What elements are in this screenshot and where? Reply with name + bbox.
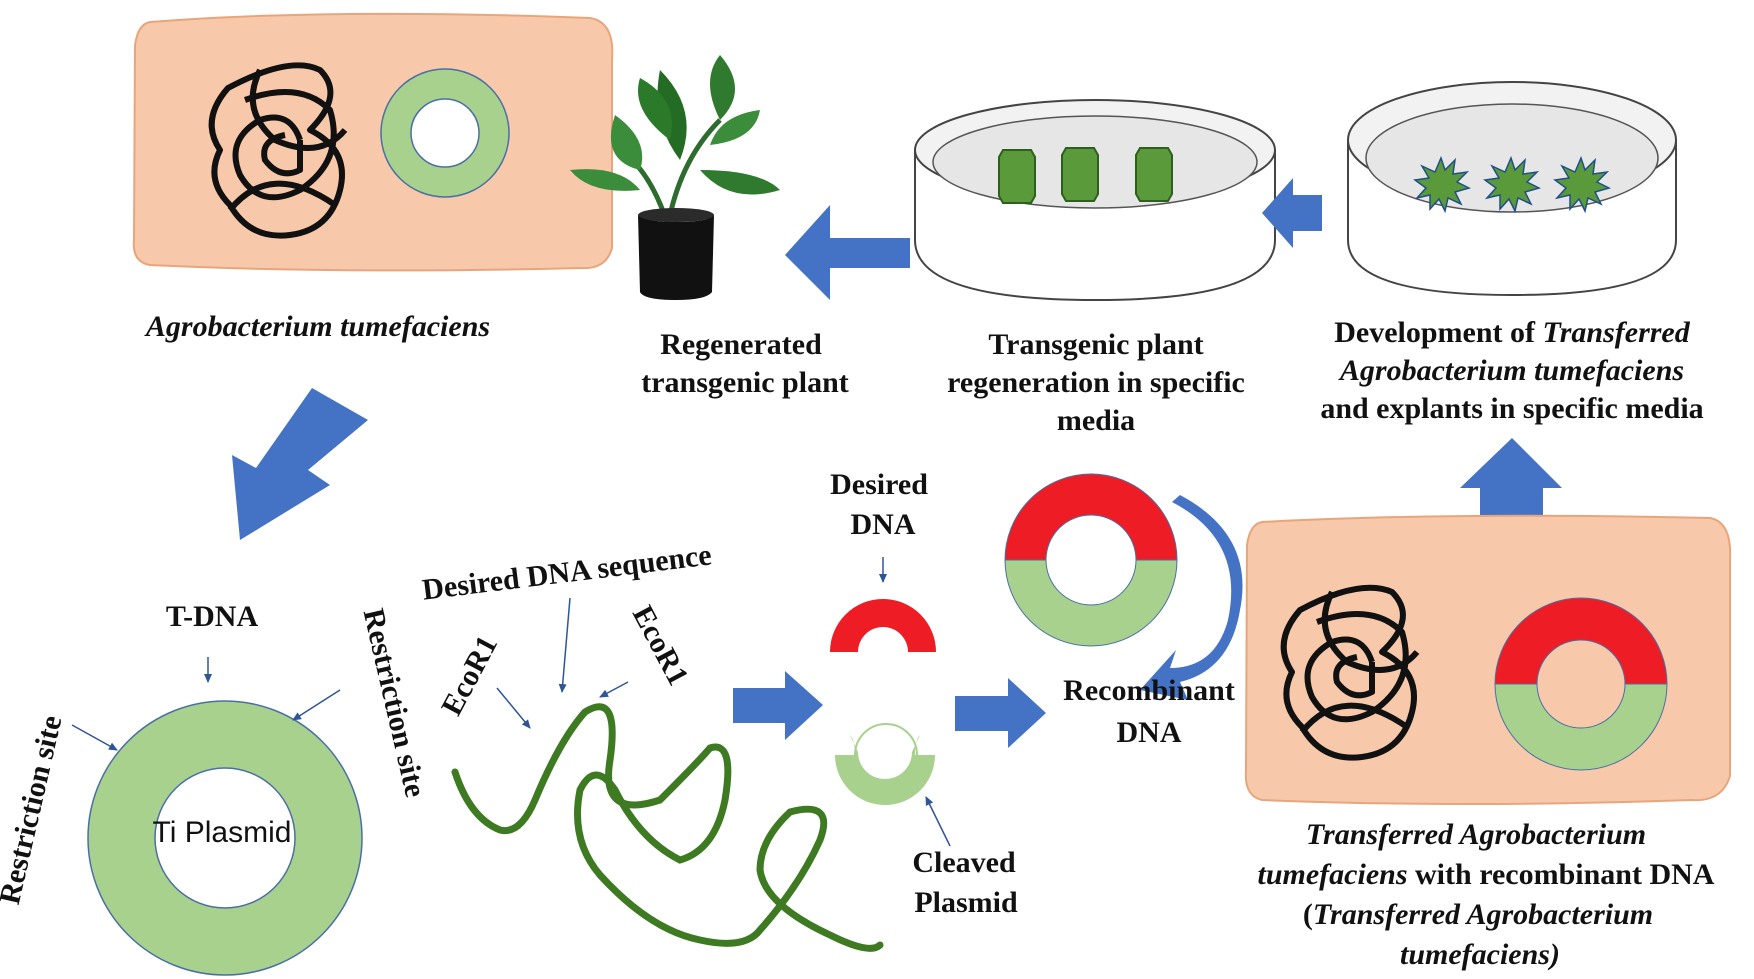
restriction-site-right-label: Restriction site — [357, 605, 432, 800]
dna-strand — [451, 703, 884, 952]
petri-dish-regeneration — [914, 99, 1276, 302]
development-label-1: Development of Transferred — [1334, 316, 1691, 349]
desired-dna-sequence-label: Desired DNA sequence — [420, 538, 713, 606]
arrow-left-between-dishes — [1262, 178, 1322, 248]
transgenic-regeneration-label-1: Transgenic plant — [988, 328, 1203, 361]
ti-plasmid-label: Ti Plasmid — [153, 816, 292, 849]
pointer-ecor1-right — [599, 681, 629, 698]
plasmid-ring-top — [380, 68, 510, 198]
regenerated-label-1: Regenerated — [660, 328, 822, 361]
explant-shoot-icon — [998, 147, 1173, 204]
recombinant-dna-ring — [1004, 473, 1178, 647]
development-label-2: Agrobacterium tumefaciens — [1338, 354, 1684, 387]
cleaved-plasmid-label-2: Plasmid — [914, 886, 1018, 919]
transgenic-regeneration-label-3: media — [1057, 404, 1135, 437]
arrow-up — [1460, 438, 1562, 520]
t-dna-label: T-DNA — [166, 600, 259, 633]
pointer-cleaved-plasmid — [925, 796, 951, 847]
cleaved-plasmid-label-1: Cleaved — [912, 846, 1016, 879]
development-label-3: and explants in specific media — [1320, 392, 1703, 425]
pointer-desired-sequence — [558, 597, 571, 693]
ti-plasmid — [87, 700, 363, 976]
recombinant-plasmid-in-cell — [1494, 597, 1668, 771]
arrow-right-to-recombinant — [955, 678, 1046, 748]
transgenic-plant-icon — [570, 55, 780, 300]
transferred-label-1: Transferred Agrobacterium — [1306, 818, 1646, 851]
pointer-ecor1-left — [496, 687, 531, 729]
agrobacterium-cell-top — [132, 12, 614, 272]
chromosome-scribble-icon — [1280, 584, 1420, 761]
recombinant-dna-label-1: Recombinant — [1063, 674, 1235, 707]
transgenic-regeneration-label-2: regeneration in specific — [947, 366, 1245, 399]
recombinant-dna-label-2: DNA — [1117, 716, 1182, 749]
agrobacterium-top-label: Agrobacterium tumefaciens — [144, 310, 490, 343]
transferred-label-3: (Transferred Agrobacterium — [1303, 898, 1653, 931]
ecor1-left-label: EcoR1 — [435, 630, 504, 721]
desired-dna-label-2: DNA — [851, 508, 916, 541]
chromosome-scribble-icon — [208, 62, 348, 239]
pointer-restriction-right — [292, 689, 341, 721]
petri-dish-development — [1347, 81, 1677, 297]
arrow-down-left — [232, 388, 368, 540]
curved-arrow-recombine — [1140, 495, 1243, 700]
agrobacterium-cell-transferred — [1244, 514, 1732, 805]
pointer-restriction-left — [71, 724, 118, 751]
arrow-right-to-cleavage — [733, 671, 823, 740]
restriction-site-left-label: Restriction site — [0, 712, 68, 907]
transferred-label-2: tumefaciens with recombinant DNA — [1258, 858, 1715, 891]
callus-star-icon — [1413, 155, 1612, 214]
desired-dna-fragment — [830, 599, 936, 652]
arrow-left-to-plant — [785, 205, 910, 300]
transferred-label-4: tumefaciens) — [1400, 938, 1560, 971]
ecor1-right-label: EcoR1 — [626, 600, 695, 691]
desired-dna-label-1: Desired — [830, 468, 928, 501]
regenerated-label-2: transgenic plant — [641, 366, 849, 399]
cleaved-plasmid-fragment — [835, 735, 935, 805]
